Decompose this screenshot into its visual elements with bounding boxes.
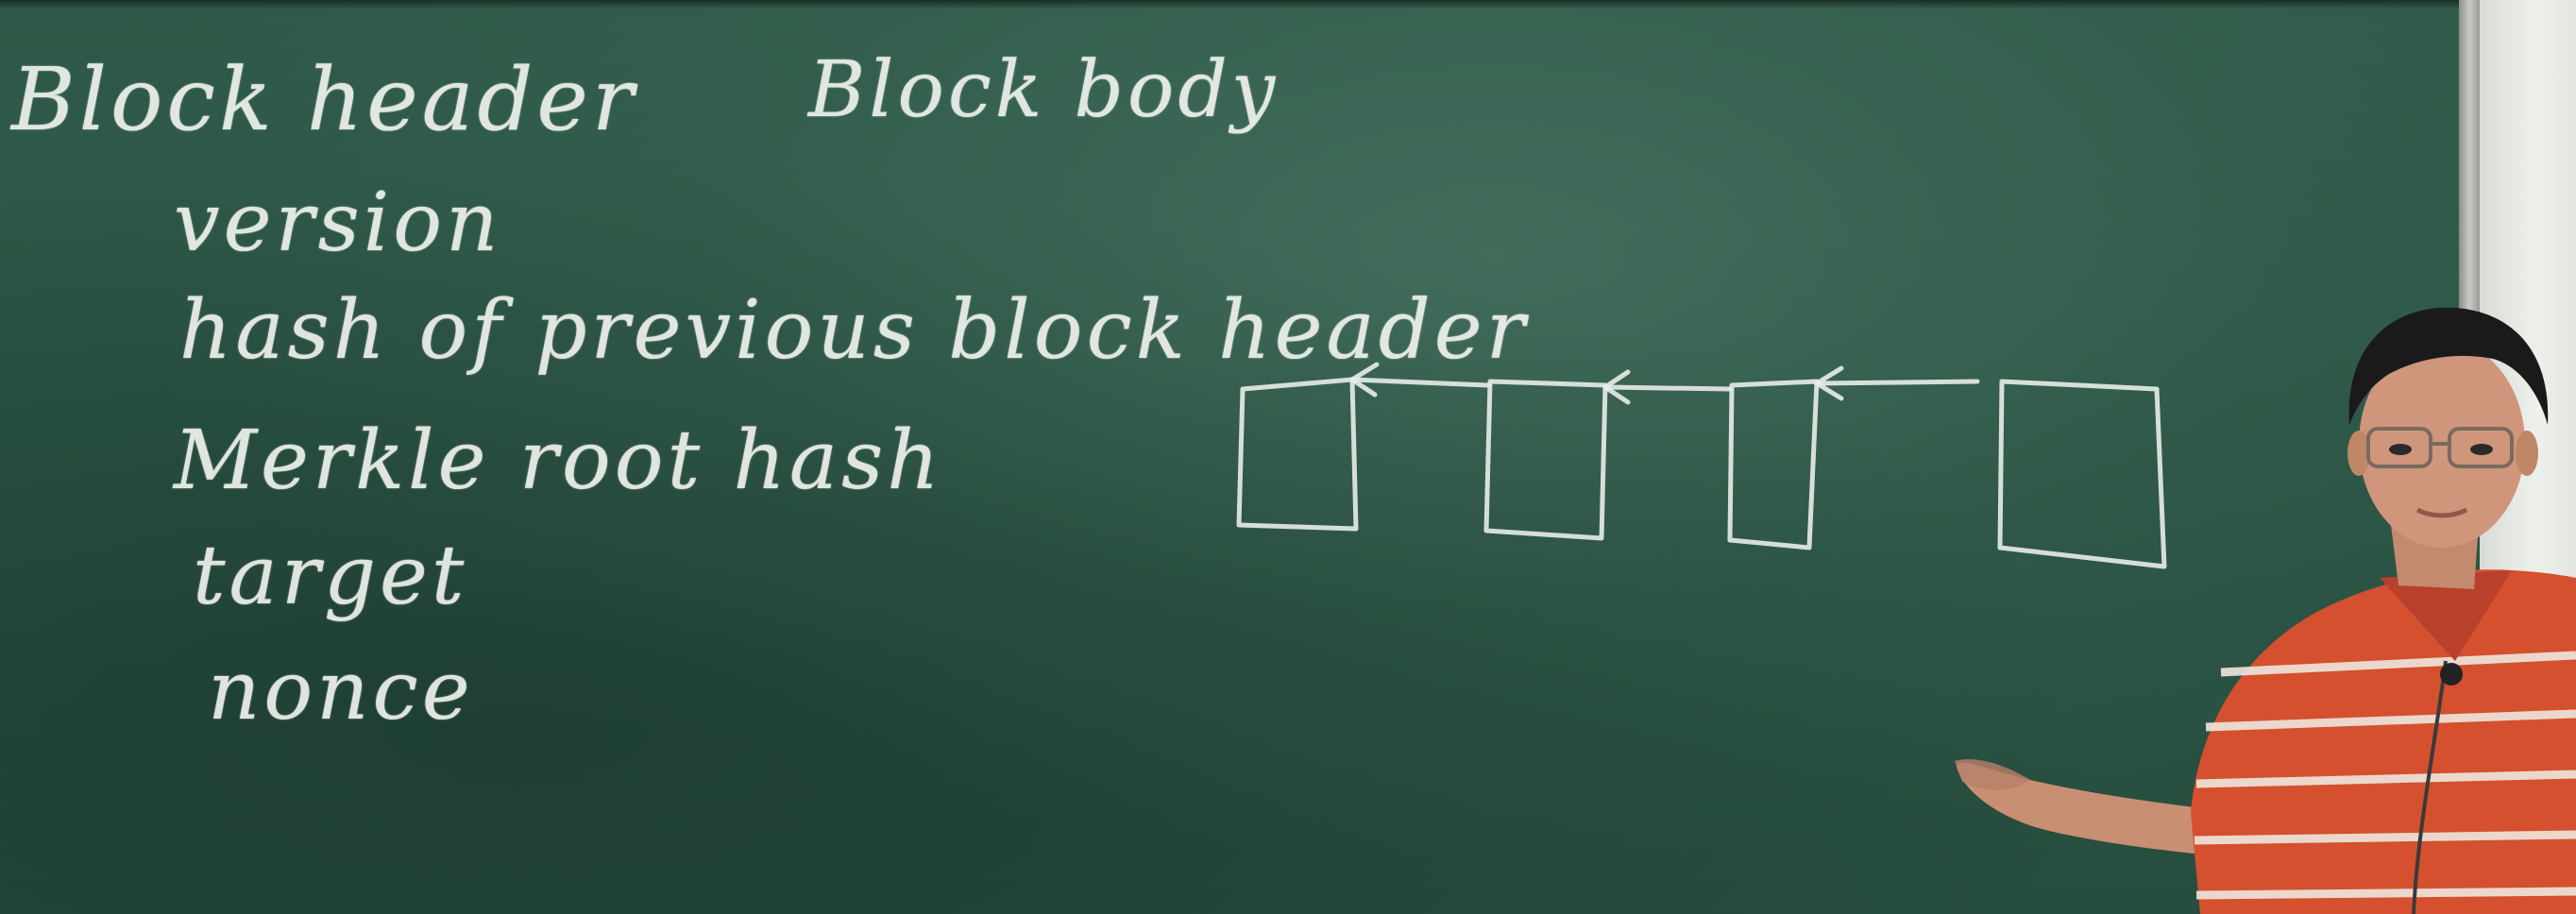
block-1 xyxy=(1236,377,1359,532)
lecturer-head xyxy=(2347,307,2549,589)
field-version: version xyxy=(174,176,502,270)
field-merkle-root: Merkle root hash xyxy=(174,414,943,508)
board-top-edge xyxy=(0,0,2459,9)
field-previous-hash: hash of previous block header xyxy=(179,283,1529,378)
arrowhead-3 xyxy=(1814,365,1844,401)
board-frame xyxy=(2459,0,2480,312)
glasses-left-lens xyxy=(2366,427,2432,468)
arrow-block2-to-block1 xyxy=(1349,377,1491,388)
block-4 xyxy=(1997,379,2167,569)
field-target: target xyxy=(193,529,468,623)
lecturer-arm xyxy=(1955,759,2247,859)
heading-block-body: Block body xyxy=(808,45,1280,135)
block-2 xyxy=(1483,379,1608,541)
field-nonce: nonce xyxy=(208,644,474,738)
heading-block-header: Block header xyxy=(11,49,637,150)
block-3 xyxy=(1727,379,1820,550)
arrowhead-2 xyxy=(1602,369,1631,405)
arrow-block3-to-block2 xyxy=(1602,384,1733,392)
lapel-microphone xyxy=(2440,663,2463,686)
glasses-right-lens xyxy=(2448,427,2514,468)
arrowhead-1 xyxy=(1349,362,1380,398)
lecturer-torso xyxy=(2191,569,2576,914)
arrow-block4-to-block3 xyxy=(1814,379,1980,386)
